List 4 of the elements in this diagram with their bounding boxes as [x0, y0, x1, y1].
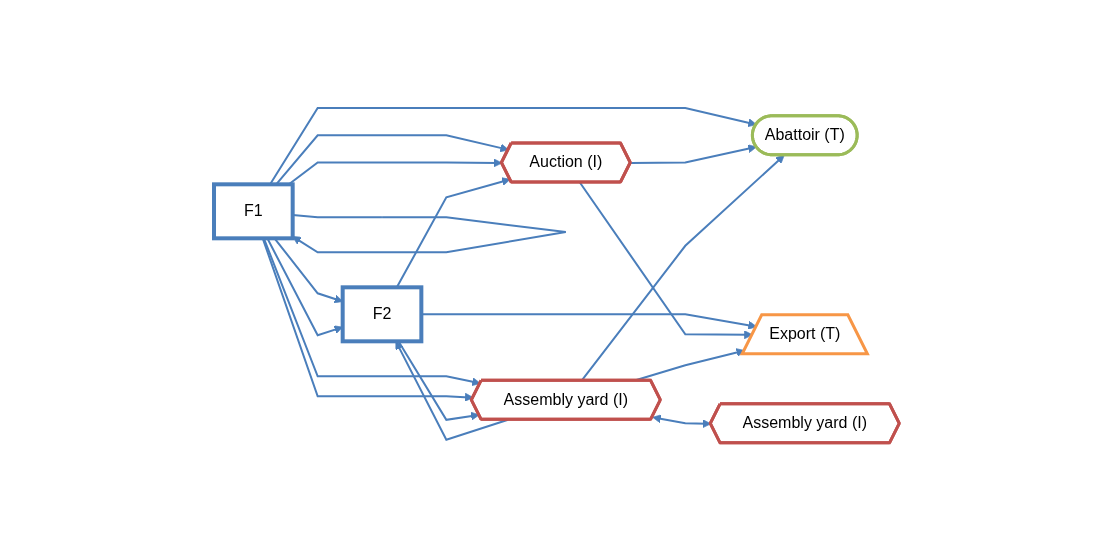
node-box: F2: [341, 285, 424, 344]
arrow: [292, 214, 568, 254]
arrow: [652, 414, 712, 429]
node-box: F1: [212, 182, 296, 241]
